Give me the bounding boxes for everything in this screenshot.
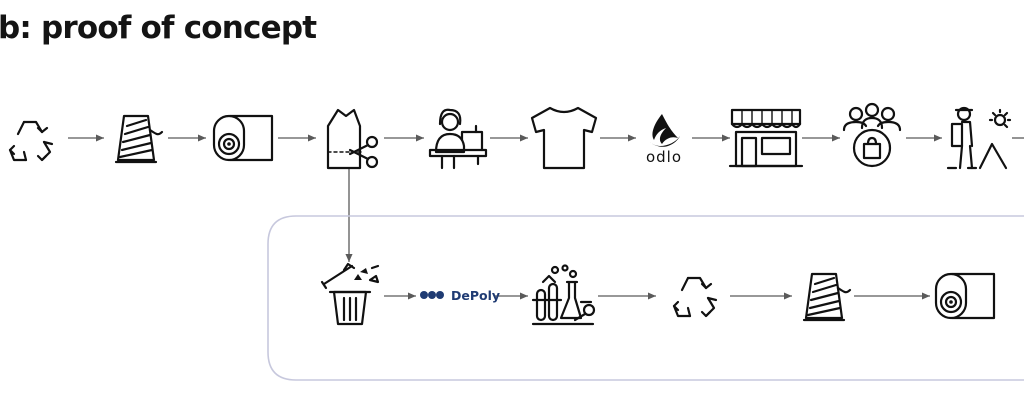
store-icon (728, 108, 804, 168)
sewing-worker-icon (428, 108, 488, 170)
odlo-brand-text: odlo (646, 148, 682, 166)
hiker-outdoor-icon (946, 106, 1012, 170)
recycling-loop-frame (267, 215, 1024, 381)
fabric-roll-icon-lower (934, 272, 996, 320)
tshirt-icon (530, 106, 598, 170)
yarn-spool-icon-lower (802, 272, 852, 322)
depoly-logo: DePoly (420, 288, 500, 303)
recycle-icon (8, 120, 54, 162)
yarn-spool-icon (114, 114, 164, 164)
customers-shopping-icon (842, 102, 902, 168)
pattern-cutting-icon (326, 108, 379, 170)
fabric-roll-icon (212, 114, 274, 162)
trash-bin-icon (320, 262, 380, 326)
main-flow-connectors (68, 134, 1024, 262)
page-title: b: proof of concept (0, 10, 317, 46)
depoly-brand-text: DePoly (451, 288, 500, 303)
odlo-logo: odlo (646, 114, 682, 166)
recycle-icon-lower (672, 276, 718, 318)
chemistry-lab-icon (531, 264, 596, 326)
